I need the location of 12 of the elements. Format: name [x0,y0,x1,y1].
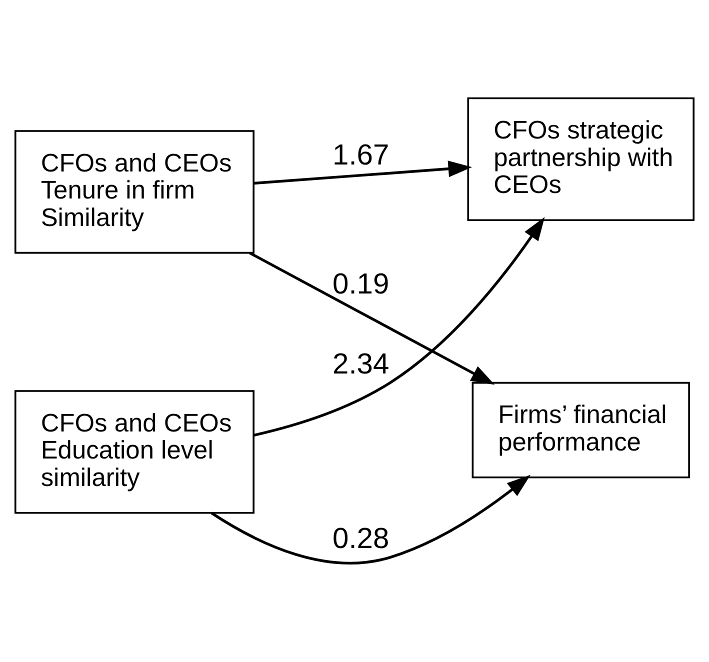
node-box: CFOs and CEOs Tenure in firm Similarity [14,130,254,254]
edge-label: 2.34 [332,348,390,380]
node-box: CFOs strategic partnership with CEOs [467,97,695,221]
edge-label: 0.28 [332,522,390,555]
arrow [254,160,472,185]
arrow [254,216,545,437]
edge-label: 1.67 [332,139,390,172]
arrow [249,252,495,385]
edge-label: 0.19 [332,268,390,300]
node-box: Firms’ financial performance [472,382,690,478]
node-box: CFOs and CEOs Education level similarity [14,390,254,514]
arrow [210,474,531,564]
